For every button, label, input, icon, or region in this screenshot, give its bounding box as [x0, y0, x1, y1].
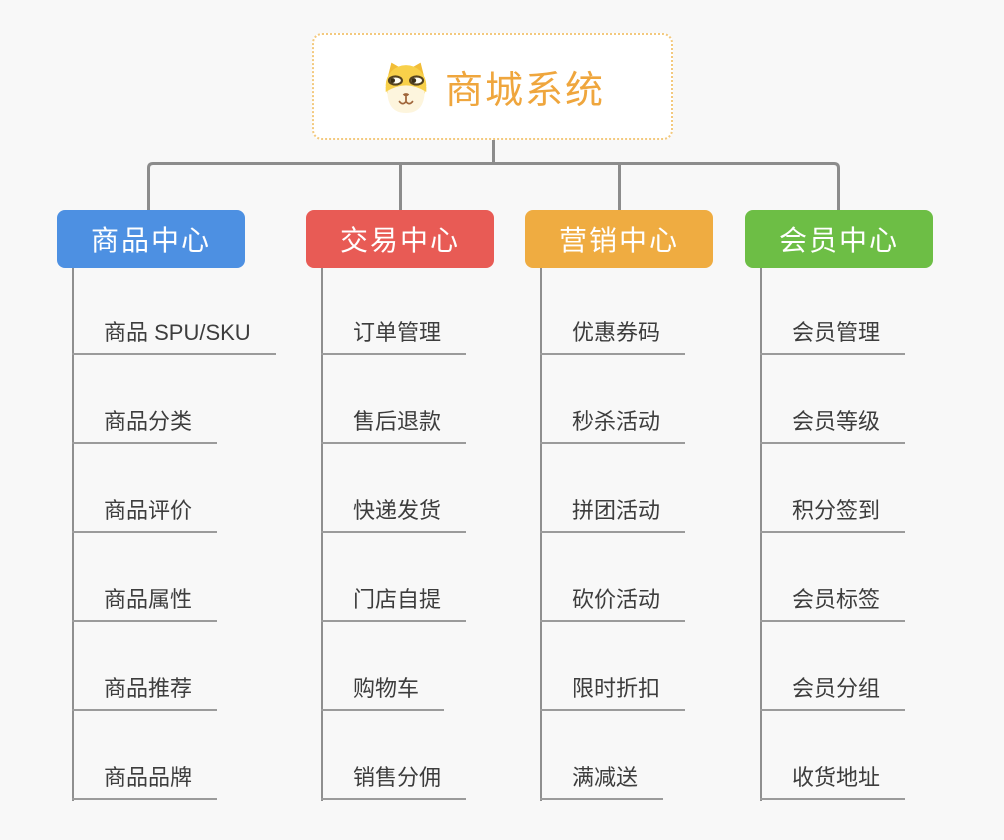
branch-node-member-center[interactable]: 会员中心 [745, 210, 933, 268]
leaf-node[interactable]: 满减送 [540, 764, 664, 800]
branch-children-marketing: 优惠券码 秒杀活动 拼团活动 砍价活动 限时折扣 满减送 [540, 268, 800, 803]
leaf-node[interactable]: 收货地址 [760, 764, 906, 800]
leaf-node[interactable]: 购物车 [321, 675, 445, 711]
leaf-node[interactable]: 拼团活动 [540, 497, 686, 533]
leaf-node[interactable]: 售后退款 [321, 408, 467, 444]
leaf-node[interactable]: 会员分组 [760, 675, 906, 711]
leaf-node[interactable]: 销售分佣 [321, 764, 467, 800]
root-title: 商城系统 [444, 70, 605, 112]
branch-vertical-line [540, 268, 542, 801]
leaf-node[interactable]: 会员标签 [760, 586, 906, 622]
leaf-node[interactable]: 秒杀活动 [540, 408, 686, 444]
leaf-node[interactable]: 商品品牌 [72, 764, 218, 800]
branch-node-product-center[interactable]: 商品中心 [57, 210, 245, 268]
root-node[interactable]: 商城系统 [312, 33, 673, 140]
leaf-node[interactable]: 积分签到 [760, 497, 906, 533]
branch-vertical-line [321, 268, 323, 801]
branch-children-trade: 订单管理 售后退款 快递发货 门店自提 购物车 销售分佣 [321, 268, 581, 803]
leaf-node[interactable]: 商品分类 [72, 408, 218, 444]
leaf-node[interactable]: 商品属性 [72, 586, 218, 622]
leaf-node[interactable]: 会员等级 [760, 408, 906, 444]
leaf-node[interactable]: 限时折扣 [540, 675, 686, 711]
branch-vertical-line [760, 268, 762, 801]
leaf-node[interactable]: 会员管理 [760, 319, 906, 355]
leaf-node[interactable]: 门店自提 [321, 586, 467, 622]
leaf-node[interactable]: 砍价活动 [540, 586, 686, 622]
dog-face-icon [385, 62, 427, 113]
leaf-node[interactable]: 快递发货 [321, 497, 467, 533]
branch-vertical-line [72, 268, 74, 801]
leaf-node[interactable]: 优惠券码 [540, 319, 686, 355]
branch-node-marketing-center[interactable]: 营销中心 [525, 210, 713, 268]
leaf-node[interactable]: 商品评价 [72, 497, 218, 533]
branch-children-member: 会员管理 会员等级 积分签到 会员标签 会员分组 收货地址 [760, 268, 1004, 803]
leaf-node[interactable]: 商品 SPU/SKU [72, 319, 276, 355]
trunk-line [147, 162, 840, 210]
leaf-node[interactable]: 商品推荐 [72, 675, 218, 711]
branch-children-product: 商品 SPU/SKU 商品分类 商品评价 商品属性 商品推荐 商品品牌 [72, 268, 332, 803]
branch-node-trade-center[interactable]: 交易中心 [306, 210, 494, 268]
leaf-node[interactable]: 订单管理 [321, 319, 467, 355]
